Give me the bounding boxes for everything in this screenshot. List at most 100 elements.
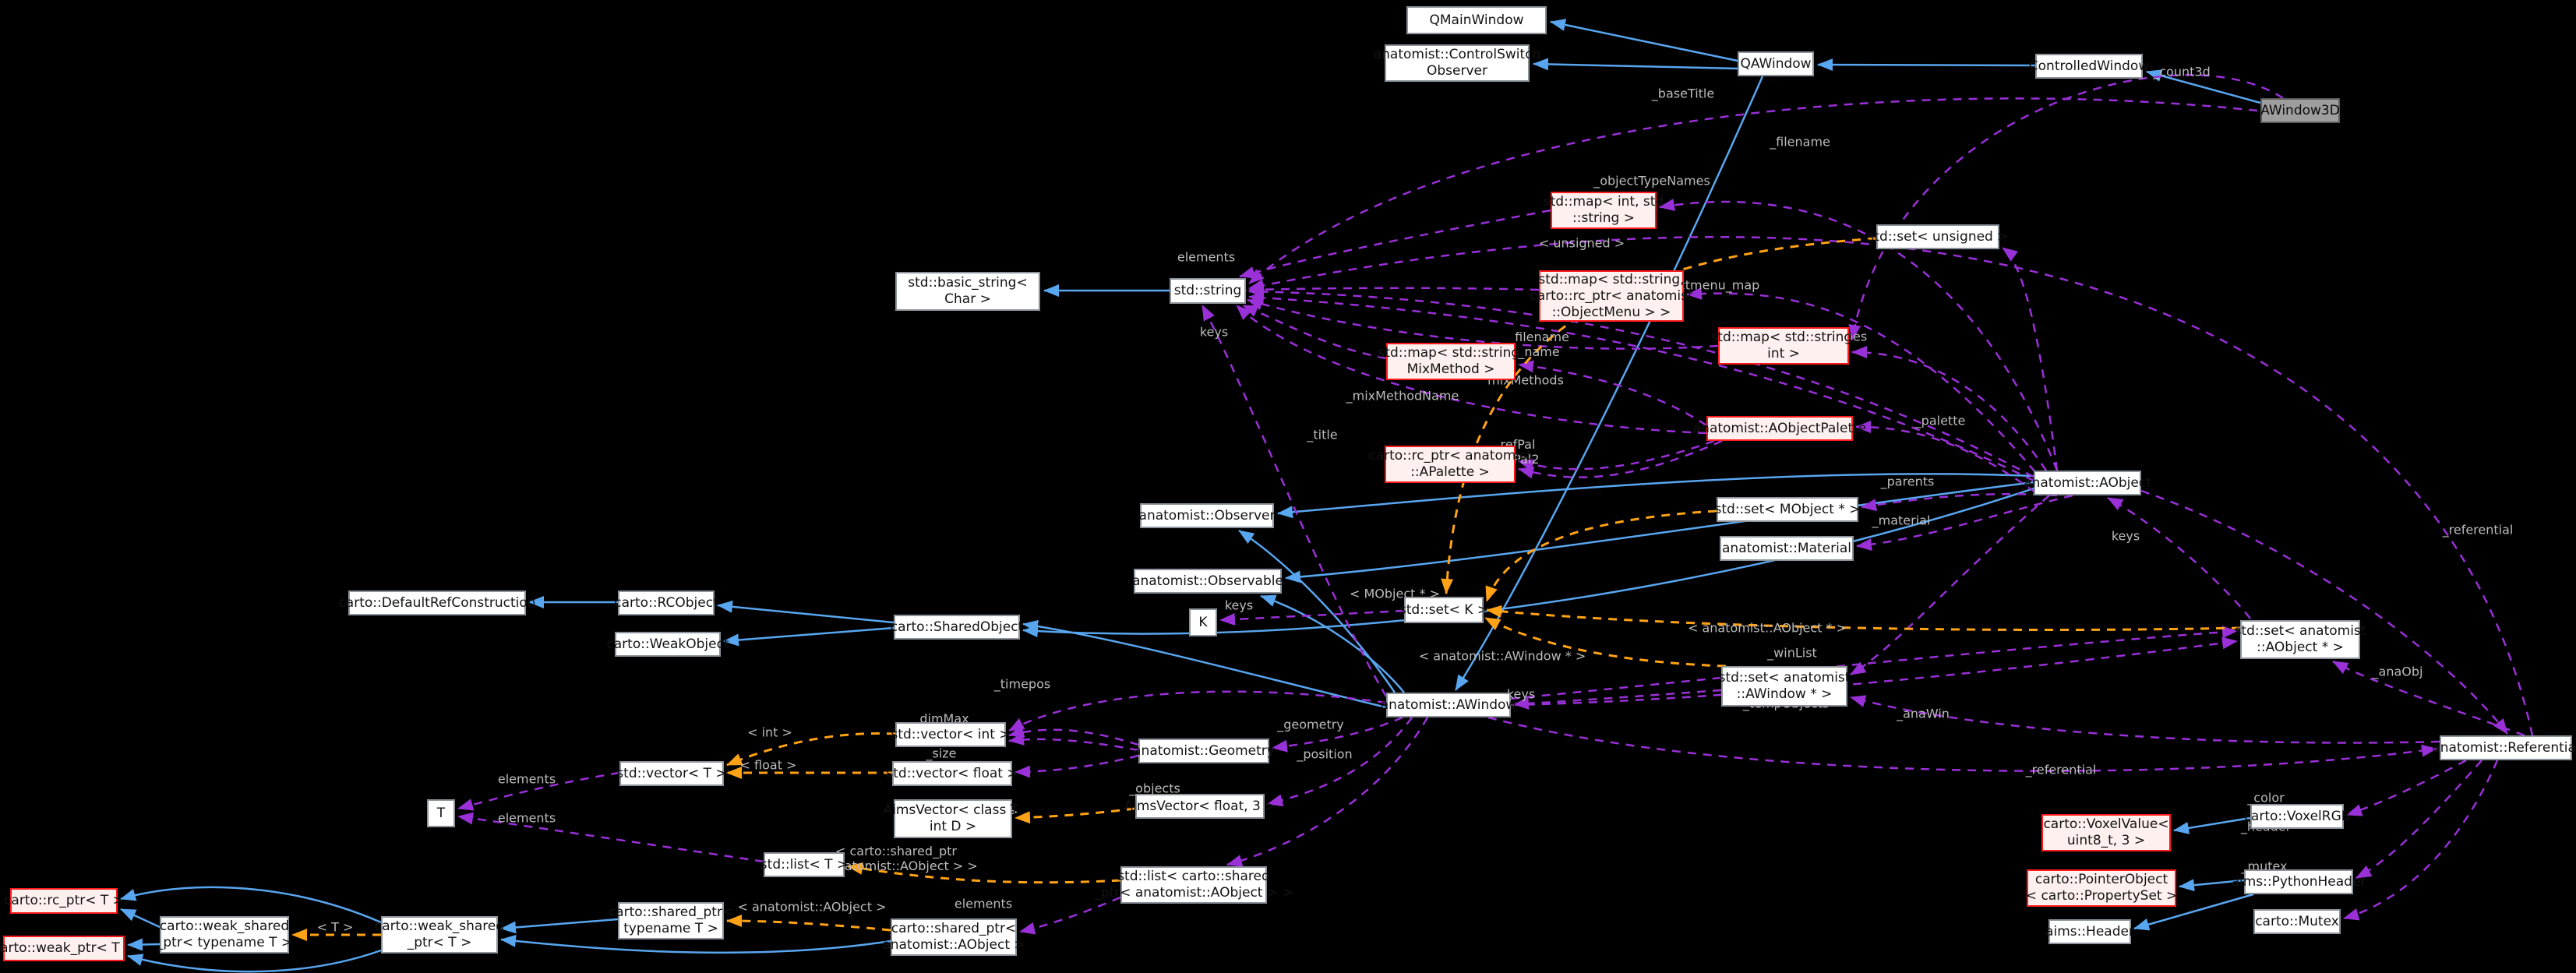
- node-pointerobject[interactable]: carto::PointerObject< carto::PropertySet…: [2025, 869, 2178, 907]
- edge-label: _parents: [1880, 474, 1935, 489]
- edge-label: _filename: [1770, 134, 1830, 150]
- inherit-edge: [1022, 619, 1387, 709]
- edge-label: _material: [1872, 513, 1931, 528]
- use-edge: [1248, 283, 1540, 296]
- node-material[interactable]: anatomist::Material: [1720, 536, 1854, 561]
- use-edge: [1267, 717, 1413, 807]
- node-controlledwindow[interactable]: ControlledWindow: [2029, 54, 2149, 79]
- node-label: std::map< std::string,MixMethod >: [1378, 345, 1524, 377]
- use-edge: [2343, 760, 2499, 921]
- use-edge: [1518, 360, 1707, 427]
- tmpl-edge: [847, 862, 1121, 884]
- node-stdstring[interactable]: std::string: [1170, 278, 1246, 304]
- node-observable[interactable]: anatomist::Observable: [1132, 569, 1283, 594]
- node-label: carto::weak_shared_ptr< T >: [374, 918, 505, 950]
- node-observer[interactable]: anatomist::Observer: [1139, 503, 1275, 528]
- edge-label: keys: [1224, 598, 1254, 613]
- node-qawindow[interactable]: QAWindow: [1738, 51, 1814, 76]
- node-aimsheader[interactable]: aims::Header: [2045, 919, 2134, 944]
- node-weakshared_t[interactable]: carto::weak_shared_ptr< T >: [375, 916, 504, 954]
- edge-label: _anaObj: [2372, 664, 2423, 679]
- edge-label: < unsigned >: [1538, 235, 1625, 251]
- node-qmainwindow[interactable]: QMainWindow: [1406, 6, 1547, 34]
- node-label: aims::Header: [2045, 923, 2134, 940]
- node-sharedptr_aobj[interactable]: carto::shared_ptr<anatomist::AObject >: [882, 918, 1025, 956]
- node-referential[interactable]: anatomist::Referential: [2432, 735, 2576, 760]
- node-label: std::set< anatomist::AWindow * >: [1718, 670, 1851, 702]
- node-vector_int[interactable]: std::vector< int >: [891, 722, 1011, 747]
- node-map_objectmenu[interactable]: std::map< std::string,carto::rc_ptr< ana…: [1530, 270, 1693, 322]
- use-edge: [1248, 235, 2534, 736]
- node-map_string_int[interactable]: std::map< std::string,int >: [1710, 327, 1857, 365]
- node-voxelrgb[interactable]: carto::VoxelRGB: [2244, 804, 2350, 829]
- node-t_box[interactable]: T: [427, 799, 455, 827]
- node-set_mobject[interactable]: std::set< MObject * >: [1715, 497, 1861, 522]
- node-basicstring[interactable]: std::basic_string<Char >: [895, 272, 1040, 311]
- node-aimsvector_f3[interactable]: AimsVector< float, 3 >: [1124, 794, 1276, 819]
- node-vector_float[interactable]: std::vector< float >: [886, 761, 1018, 786]
- node-aobject[interactable]: anatomist::AObject: [2024, 471, 2151, 495]
- node-set_aobjectptr[interactable]: std::set< anatomist::AObject * >: [2235, 620, 2366, 659]
- node-weakobject[interactable]: carto::WeakObject: [606, 632, 729, 657]
- edge-label: _timepos: [993, 676, 1051, 692]
- node-voxelvalue[interactable]: carto::VoxelValue<uint8_t, 3 >: [2041, 814, 2171, 851]
- node-pythonheader[interactable]: aims::PythonHeader: [2232, 869, 2366, 894]
- node-list_sharedptr[interactable]: std::list< carto::shared_ptr< anatomist:…: [1094, 866, 1293, 904]
- use-edge: [1008, 732, 1139, 752]
- use-edge: [1487, 716, 2437, 772]
- node-map_int_string[interactable]: std::map< int, std::string >: [1544, 192, 1664, 229]
- node-label: carto::shared_ptr<typename T >: [608, 904, 734, 936]
- node-label: carto::Mutex: [2255, 913, 2339, 929]
- use-edge: [457, 771, 620, 811]
- node-label: anatomist::Material: [1722, 540, 1851, 556]
- node-rcobject[interactable]: carto::RCObject: [614, 590, 718, 615]
- inherit-edge: [1454, 76, 1764, 691]
- node-label: anatomist::Geometry: [1133, 742, 1275, 759]
- inherit-edge: [500, 934, 891, 954]
- use-edge: [2107, 496, 2251, 619]
- node-label: anatomist::AObjectPalette: [1692, 420, 1867, 436]
- node-label: std::set< unsigned >: [1867, 228, 2009, 245]
- node-set_unsigned[interactable]: std::set< unsigned >: [1868, 224, 2009, 249]
- use-edge: [1510, 626, 2238, 700]
- node-label: carto::shared_ptr<anatomist::AObject >: [882, 921, 1025, 953]
- node-awindow3d[interactable]: AWindow3D: [2260, 98, 2340, 123]
- node-aimsvector_t[interactable]: AimsVector< class T,int D >: [884, 799, 1023, 838]
- node-set_k[interactable]: std::set< K >: [1399, 597, 1488, 623]
- node-vector_t[interactable]: std::vector< T >: [616, 761, 727, 786]
- edge-label: _winList: [1767, 645, 1817, 661]
- node-sharedobject[interactable]: carto::SharedObject: [891, 615, 1023, 640]
- node-defaultref[interactable]: carto::DefaultRefConstruction: [338, 590, 536, 615]
- use-edge: [1248, 97, 2258, 284]
- use-edge: [1248, 285, 2034, 478]
- use-edge: [1226, 717, 1429, 867]
- edge-label: _size: [926, 746, 957, 761]
- node-rcptr_t[interactable]: carto::rc_ptr< T >: [4, 888, 124, 914]
- node-list_t[interactable]: std::list< T >: [760, 852, 848, 877]
- node-sharedptr_tt[interactable]: carto::shared_ptr<typename T >: [609, 902, 733, 940]
- inherit-edge: [1260, 594, 1405, 693]
- node-aobjectpalette[interactable]: anatomist::AObjectPalette: [1693, 416, 1866, 441]
- node-awindow[interactable]: anatomist::AWindow: [1381, 693, 1516, 717]
- node-rcptr_apalette[interactable]: carto::rc_ptr< anatomist::APalette >: [1368, 446, 1532, 483]
- use-edge: [1239, 209, 1551, 279]
- node-geometry[interactable]: anatomist::Geometry: [1133, 739, 1275, 763]
- inherit-edge: [120, 908, 161, 929]
- node-mutex[interactable]: carto::Mutex: [2253, 909, 2341, 934]
- node-weakshared_tt[interactable]: carto::weak_shared_ptr< typename T >: [156, 916, 293, 954]
- node-label: carto::weak_shared_ptr< typename T >: [156, 918, 293, 950]
- inherit-edge: [2133, 893, 2254, 931]
- edge-label: < carto::shared_ptr< anatomist::AObject …: [814, 844, 978, 873]
- node-set_awindowptr[interactable]: std::set< anatomist::AWindow * >: [1719, 666, 1850, 707]
- edge-label: _referential: [2442, 522, 2514, 538]
- node-label: anatomist::Observable: [1132, 573, 1283, 589]
- node-label: carto::PointerObject< carto::PropertySet…: [2025, 872, 2178, 904]
- node-weakptr_t[interactable]: carto::weak_ptr< T >: [0, 936, 135, 961]
- node-map_mixmethod[interactable]: std::map< std::string,MixMethod >: [1378, 343, 1524, 380]
- tmpl-edge: [1015, 807, 1136, 824]
- node-label: carto::rc_ptr< T >: [4, 893, 124, 908]
- use-edge: [1518, 439, 1723, 479]
- node-k_box[interactable]: K: [1189, 608, 1217, 636]
